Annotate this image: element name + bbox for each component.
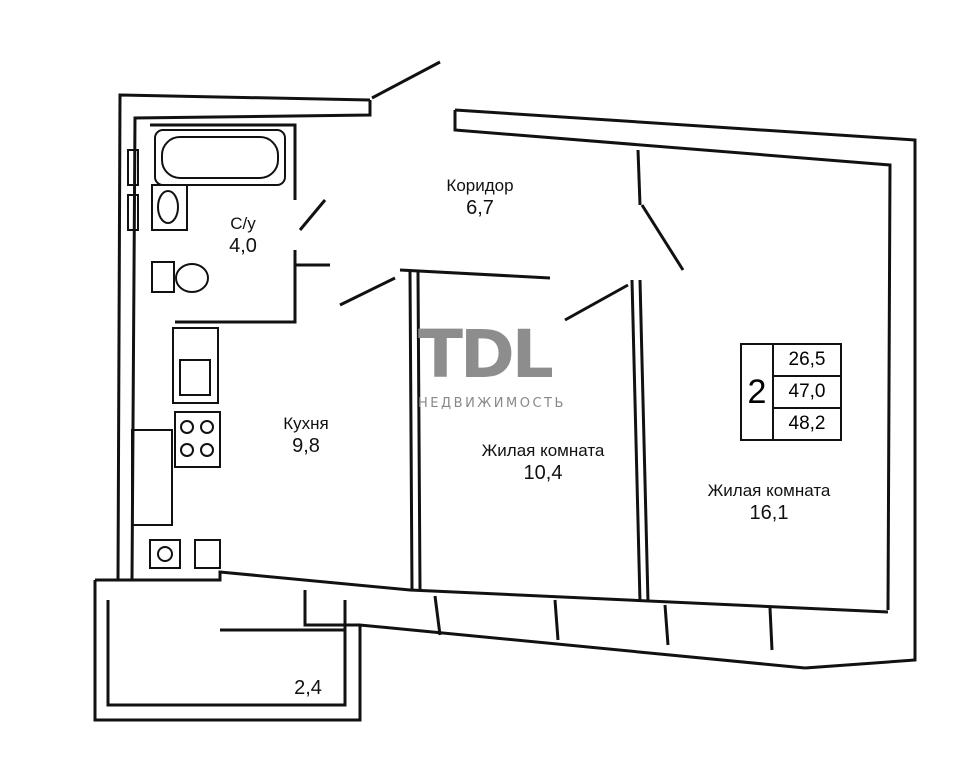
balcony-wall [106, 600, 347, 707]
bathroom-wall [150, 123, 297, 200]
room-name: Жилая комната [707, 481, 831, 500]
stove-icon [174, 411, 221, 468]
partition-wall [630, 279, 642, 603]
room-name: Кухня [283, 414, 329, 433]
company-logo: TDL НЕДВИЖИМОСТЬ [418, 316, 566, 412]
total-with-balcony: 48,2 [788, 413, 826, 434]
room-door [640, 204, 685, 271]
outer-wall [454, 108, 917, 670]
window-divider [663, 604, 670, 646]
room-label-balcony: 2,4 [294, 676, 322, 701]
bottom-wall [303, 590, 360, 627]
area-values: 26,5 47,0 48,2 [774, 345, 840, 439]
partition-wall [638, 279, 650, 603]
balcony-wall [93, 580, 806, 722]
room-name: Жилая комната [481, 441, 605, 460]
window-icon [127, 194, 139, 231]
logo-mark: TDL [418, 316, 554, 393]
entry-door [371, 60, 441, 100]
room-name: Коридор [446, 176, 514, 195]
window-divider [553, 599, 560, 641]
partition-wall [399, 268, 551, 280]
room-count: 2 [742, 345, 774, 439]
outer-wall [453, 110, 892, 611]
room-area: 10,4 [523, 462, 563, 485]
bathroom-wall [175, 250, 297, 324]
partition-wall [408, 271, 414, 591]
bathroom-door [298, 199, 327, 231]
toilet-icon [151, 261, 209, 293]
living-area: 26,5 [774, 345, 840, 377]
outer-wall [116, 93, 371, 581]
room-area: 2,4 [294, 677, 322, 699]
radiator-icon [131, 429, 173, 526]
window-divider [768, 607, 774, 651]
inner-wall [130, 100, 372, 581]
room-label-bathroom: С/у 4,0 [229, 213, 257, 259]
window-icon [127, 149, 139, 186]
boiler-icon [149, 539, 221, 569]
room-label-kitchen: Кухня 9,8 [283, 413, 329, 459]
bottom-wall [95, 570, 889, 614]
sink-icon [151, 184, 188, 231]
partition-wall [636, 149, 642, 206]
room-label-living-1: Жилая комната 10,4 [482, 440, 605, 486]
partition-wall [416, 271, 422, 591]
room-area: 16,1 [749, 502, 789, 525]
logo-subtitle: НЕДВИЖИМОСТЬ [418, 396, 566, 411]
area-summary: 2 26,5 47,0 48,2 [740, 343, 842, 441]
room-area: 6,7 [466, 197, 494, 220]
room-label-corridor: Коридор 6,7 [446, 175, 513, 221]
window-divider [433, 595, 442, 636]
bathtub-icon [154, 129, 286, 186]
room-door [564, 283, 629, 322]
room-name: С/у [230, 214, 256, 233]
kitchen-sink-icon [172, 327, 219, 404]
room-area: 9,8 [292, 435, 320, 458]
room-area: 4,0 [229, 235, 257, 258]
room-label-living-2: Жилая комната 16,1 [708, 480, 831, 526]
kitchen-door [339, 276, 396, 307]
total-area: 47,0 [774, 377, 840, 409]
